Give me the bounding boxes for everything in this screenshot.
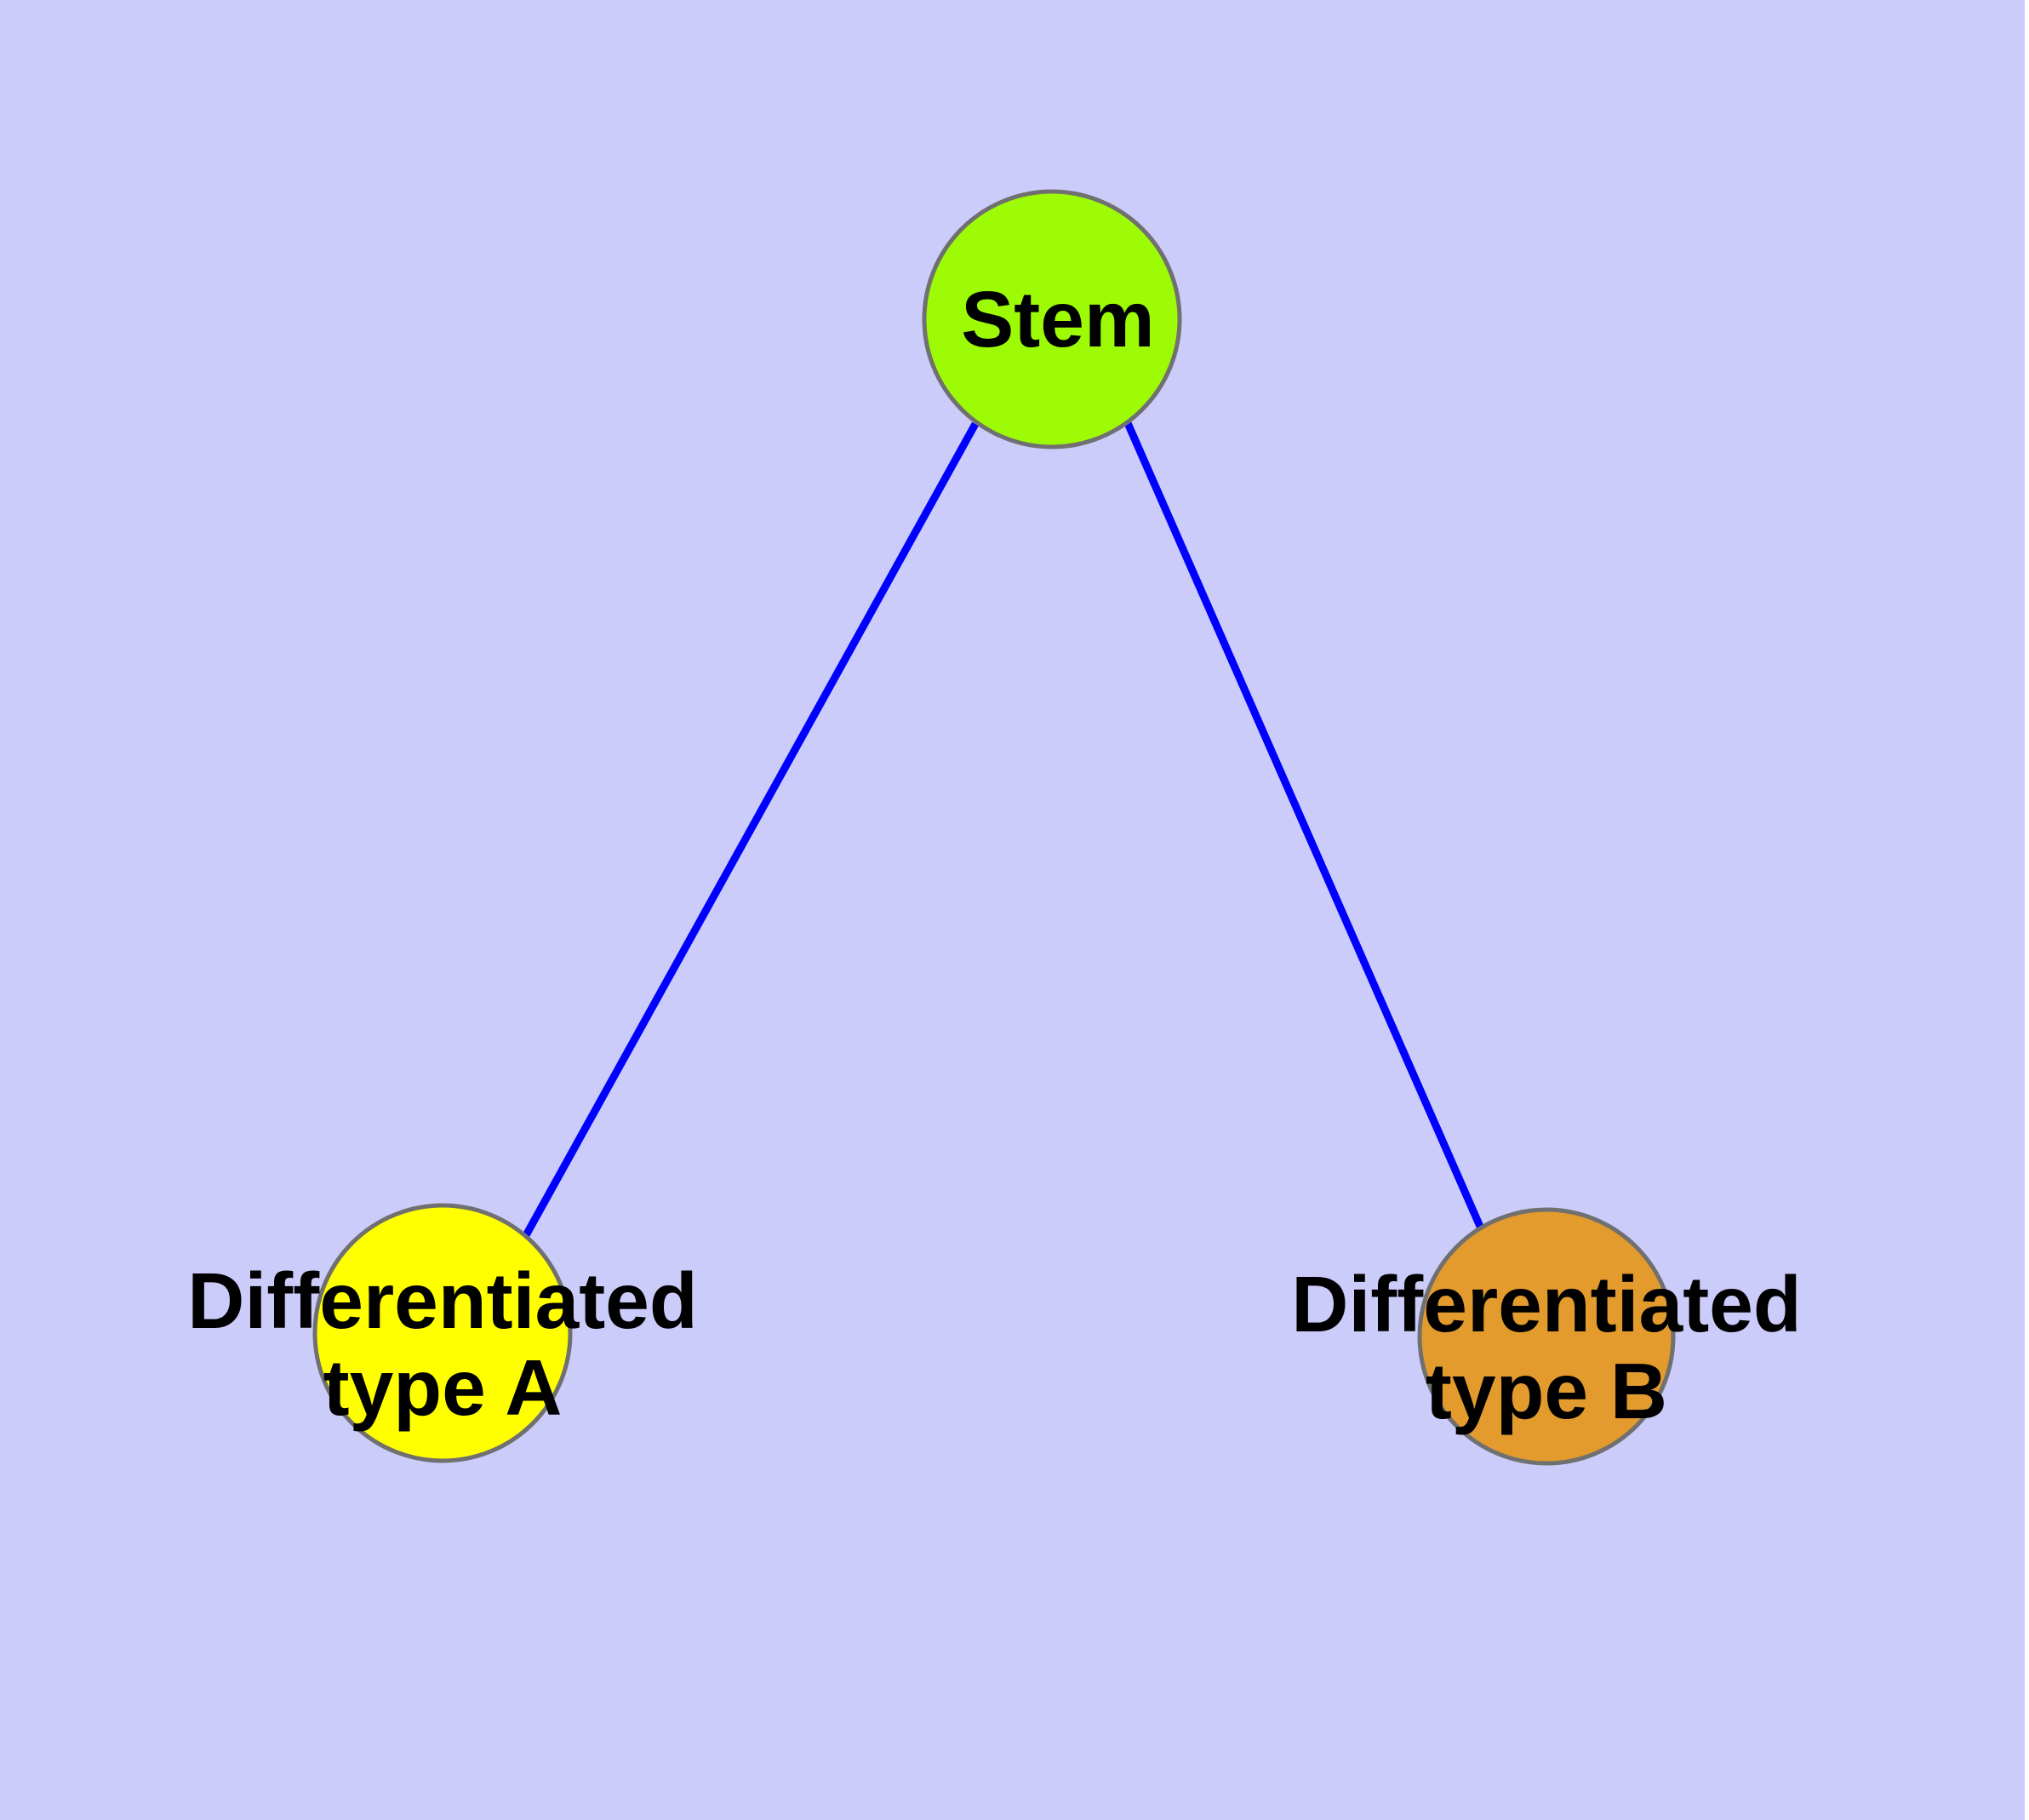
node-differentiated-type-a-label-line1: Differentiated: [187, 1256, 697, 1345]
nodes-layer: Stem Differentiated type A Differentiate…: [187, 189, 1802, 1466]
edges-layer: [517, 421, 1485, 1247]
node-stem-label: Stem: [961, 275, 1154, 363]
node-stem[interactable]: Stem: [922, 189, 1182, 449]
node-differentiated-type-b-circle[interactable]: [1417, 1207, 1676, 1466]
edge-stem-to-differentiated-type-a[interactable]: [517, 421, 979, 1247]
edge-stem-to-differentiated-type-b[interactable]: [1123, 421, 1485, 1230]
node-differentiated-type-a-label-line2: type A: [323, 1343, 563, 1432]
node-differentiated-type-a-circle[interactable]: [312, 1203, 573, 1463]
node-differentiated-type-b-label-line1: Differentiated: [1291, 1260, 1801, 1348]
node-differentiated-type-b[interactable]: Differentiated type B: [1291, 1207, 1802, 1466]
node-stem-circle[interactable]: [922, 189, 1182, 449]
node-differentiated-type-a[interactable]: Differentiated type A: [187, 1203, 698, 1463]
node-differentiated-type-b-label-line2: type B: [1426, 1347, 1667, 1435]
